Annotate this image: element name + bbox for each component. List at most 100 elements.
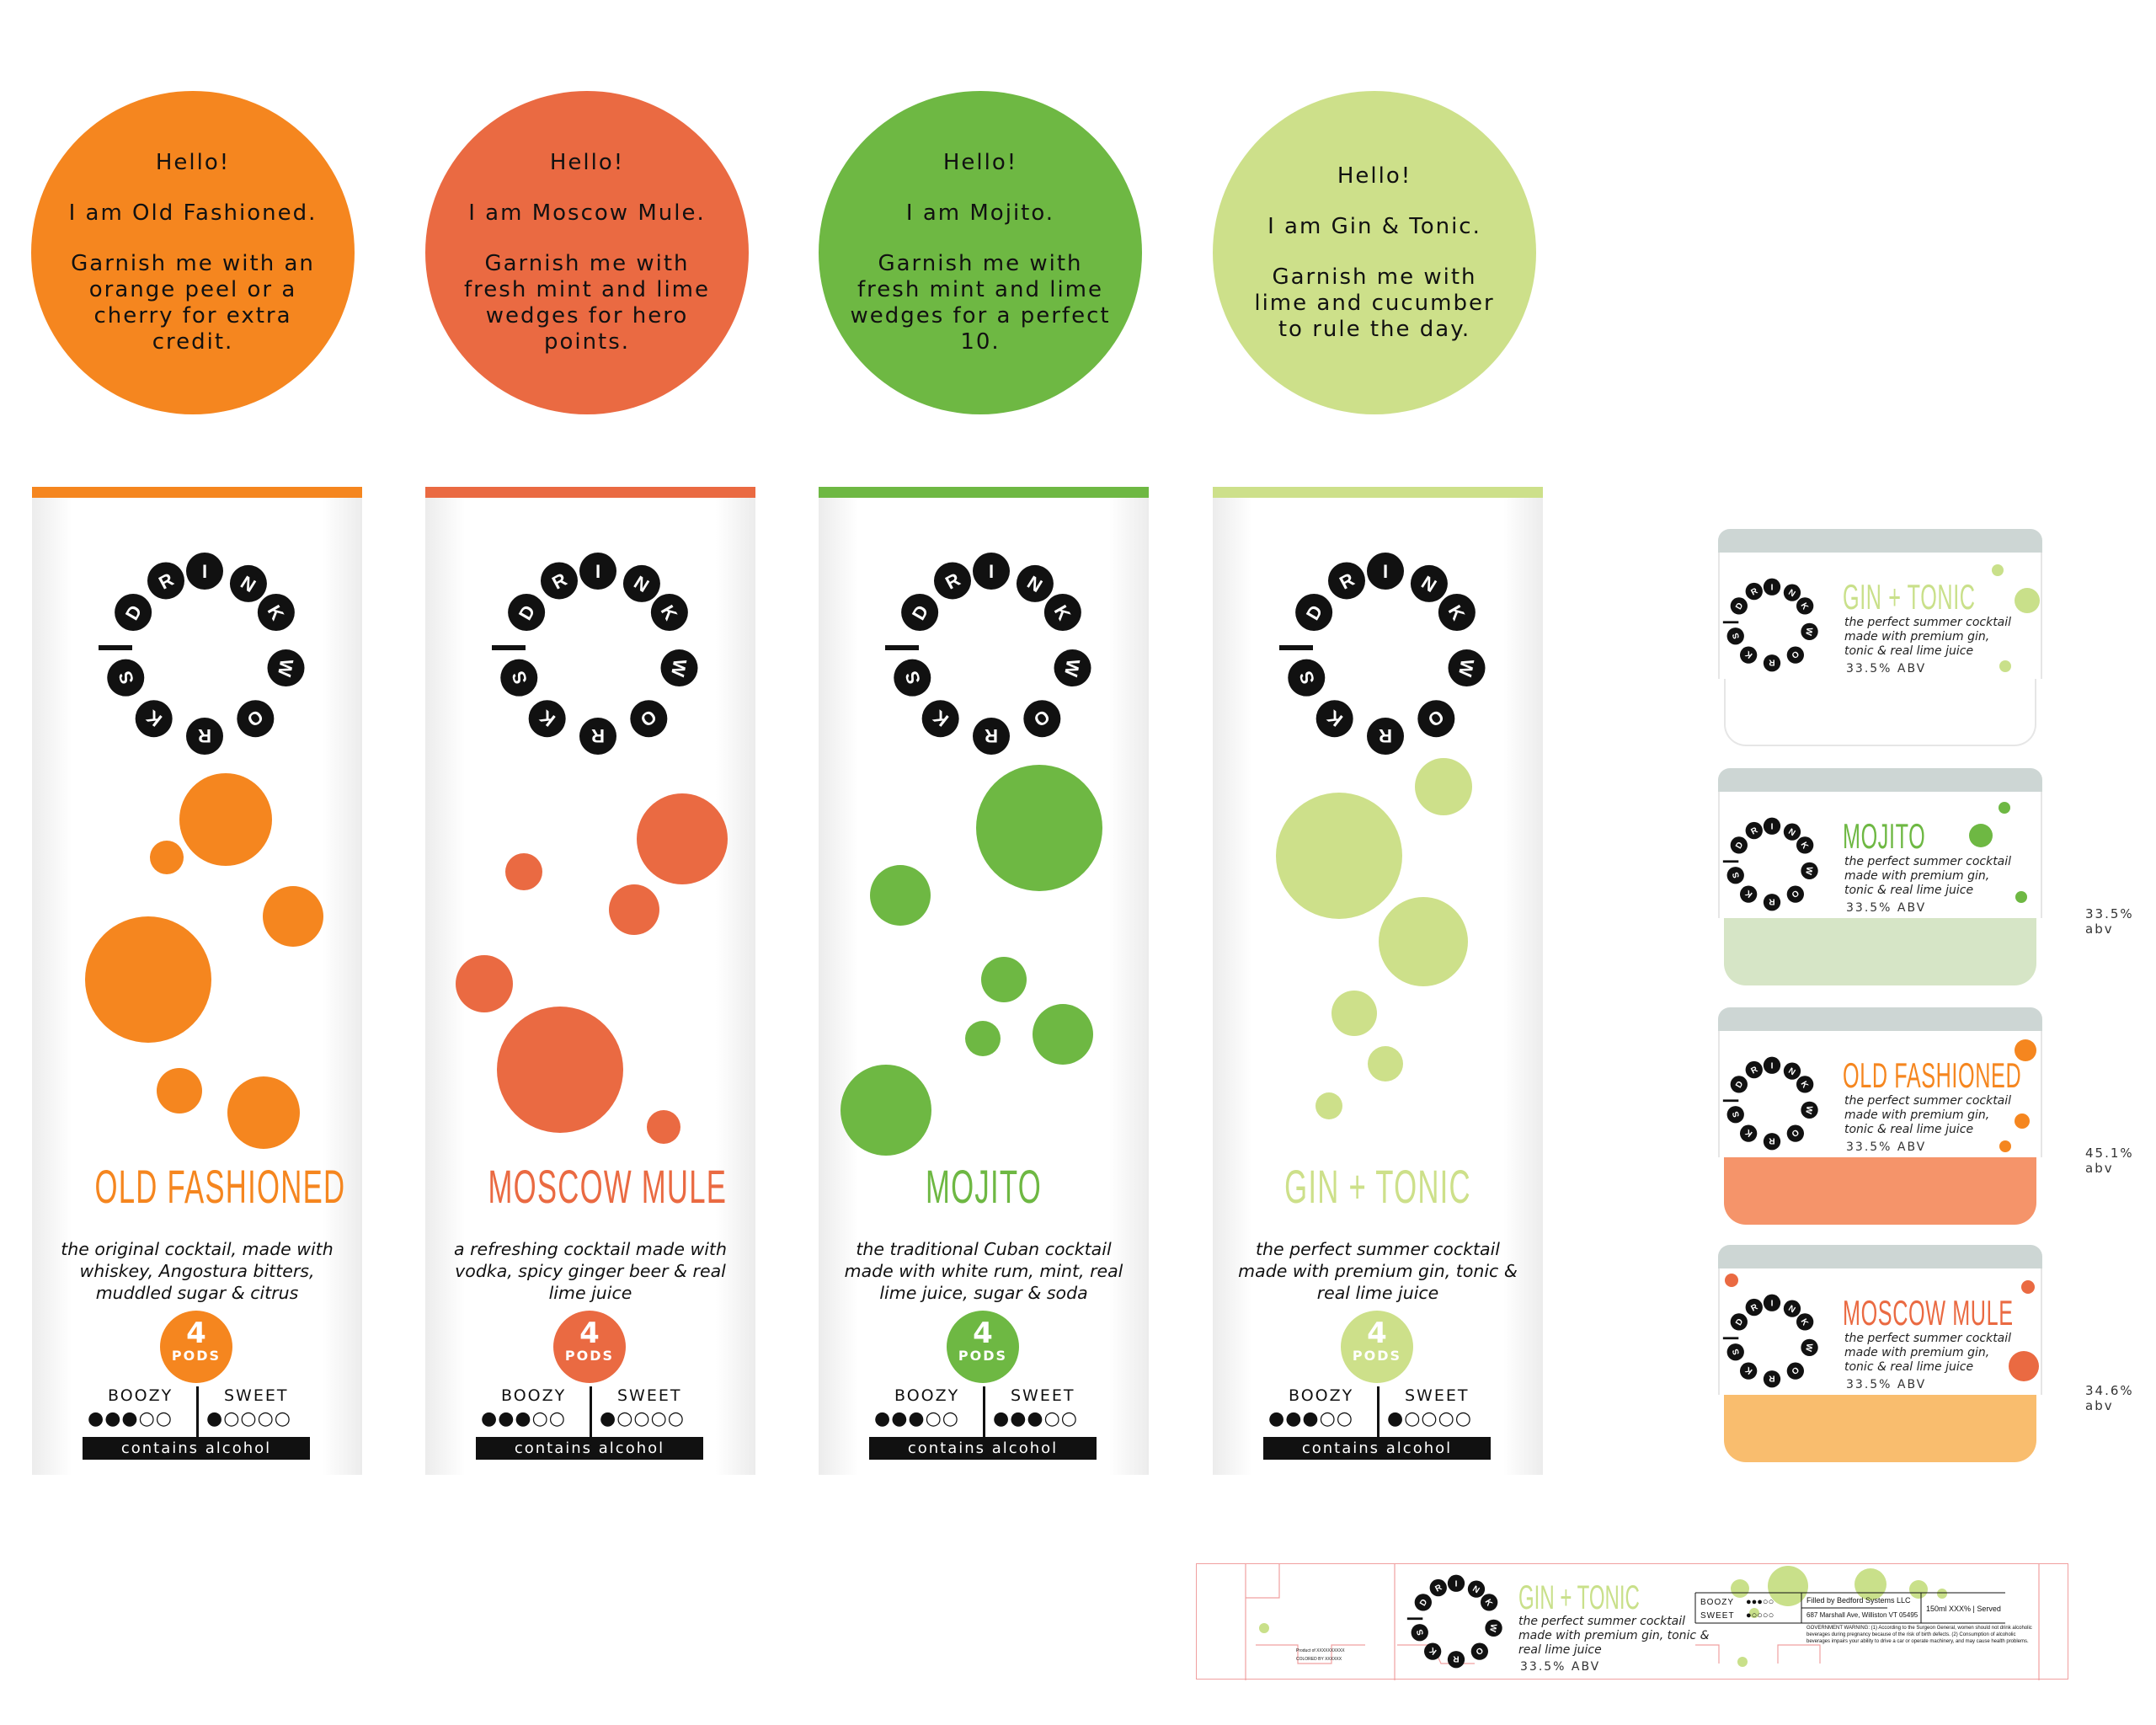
svg-text:R: R — [1453, 1654, 1460, 1664]
logo-letter: K — [1423, 1642, 1442, 1660]
pod-name: MOJITO — [1843, 816, 1926, 856]
logo-letter: R — [973, 718, 1010, 755]
svg-text:D: D — [1734, 1080, 1745, 1090]
logo-letter: R — [540, 562, 578, 600]
logo-letter: O — [1786, 646, 1805, 664]
boozy-label: BOOZY — [894, 1386, 960, 1405]
logo-letter: S — [1726, 628, 1744, 645]
logo-letter: W — [267, 649, 305, 687]
logo-letter: K — [921, 700, 959, 738]
flat-label-description: the perfect summer cocktail made with pr… — [1518, 1615, 1710, 1657]
logo-letter: R — [933, 562, 971, 600]
greeting-hello: Hello! — [549, 150, 625, 175]
svg-text:W: W — [1454, 658, 1478, 679]
sweet-label: SWEET — [617, 1386, 682, 1405]
logo-letter: S — [1726, 867, 1744, 884]
pods-word: PODS — [564, 1348, 615, 1364]
sweet-rating: ●○○○○ — [600, 1408, 685, 1429]
svg-text:W: W — [1803, 627, 1814, 637]
logo-letter: R — [1745, 1060, 1763, 1079]
label-description: the perfect summer cocktail made with pr… — [1238, 1239, 1518, 1303]
svg-text:W: W — [1803, 1343, 1814, 1353]
greeting-garnish: Garnish me with an orange peel or a cher… — [71, 251, 315, 355]
contains-alcohol-bar: contains alcohol — [83, 1437, 310, 1460]
logo-letter: O — [237, 700, 275, 738]
logo-letter: K — [1796, 1313, 1814, 1331]
pods-badge: 4 PODS — [947, 1311, 1019, 1383]
logo-letter: O — [1786, 885, 1805, 903]
logo-letter: K — [650, 594, 688, 631]
sweet-label: SWEET — [224, 1386, 289, 1405]
logo-dash — [1722, 621, 1739, 624]
logo-letter: W — [1801, 1338, 1818, 1357]
logo-letter: W — [1448, 649, 1486, 687]
pod-abv: 33.5% ABV — [1846, 901, 1927, 915]
label-top-bar — [32, 487, 362, 498]
svg-text:D: D — [1734, 841, 1745, 851]
pod-lid — [1718, 1245, 2042, 1268]
greeting-circle-old-fashioned: Hello! I am Old Fashioned. Garnish me wi… — [31, 91, 355, 414]
logo-letter: R — [1367, 718, 1404, 755]
logo-letter: K — [1796, 836, 1814, 854]
logo-letter: N — [229, 564, 267, 602]
pod-lid — [1718, 1007, 2042, 1031]
label-name: MOSCOW MULE — [488, 1160, 728, 1213]
pod-fill — [1724, 1157, 2036, 1225]
svg-text:R: R — [1769, 1136, 1775, 1146]
logo-letter: I — [1763, 1294, 1781, 1311]
sweet-rating: ●○○○○ — [1387, 1408, 1472, 1429]
logo-letter: D — [1730, 1076, 1748, 1093]
logo-letter: I — [1763, 1056, 1781, 1074]
pod-fill — [1724, 1395, 2036, 1462]
pod-fill — [1724, 679, 2036, 746]
logo-dash — [1722, 1099, 1739, 1103]
logo-letter: N — [1783, 584, 1801, 601]
logo-letter: R — [1447, 1651, 1465, 1669]
svg-text:W: W — [667, 658, 691, 679]
logo-dash — [885, 645, 919, 650]
contains-alcohol-bar: contains alcohol — [1263, 1437, 1491, 1460]
product-of-text: Product of XXXXXXXXXX — [1296, 1648, 1345, 1653]
svg-text:S: S — [1732, 871, 1742, 879]
logo-letter: W — [1054, 649, 1091, 687]
logo-dash — [1279, 645, 1313, 650]
svg-text:S: S — [1295, 669, 1319, 686]
logo-letter: K — [1796, 1076, 1814, 1093]
logo-letter: K — [1315, 700, 1353, 738]
logo-letter: W — [1801, 862, 1818, 880]
pods-word: PODS — [171, 1348, 221, 1364]
svg-text:I: I — [595, 561, 600, 582]
greeting-circle-gin-tonic: Hello! I am Gin & Tonic. Garnish me with… — [1213, 91, 1536, 414]
svg-text:D: D — [1734, 1317, 1745, 1327]
svg-text:S: S — [1732, 1110, 1742, 1119]
svg-text:R: R — [198, 725, 211, 746]
bubble — [1999, 1140, 2011, 1152]
logo-letter: K — [135, 700, 173, 738]
sweet-rating: ●●●○○ — [993, 1408, 1078, 1429]
svg-text:R: R — [1769, 897, 1775, 906]
colored-by-text: COLORED BY XXXXXX — [1296, 1657, 1342, 1662]
logo-letter: R — [186, 718, 223, 755]
label-name: OLD FASHIONED — [94, 1160, 346, 1213]
boozy-rating: ●●●○○ — [874, 1408, 959, 1429]
pod-name: GIN + TONIC — [1843, 577, 1976, 617]
boozy-label: BOOZY — [108, 1386, 173, 1405]
logo-dash — [492, 645, 526, 650]
svg-text:R: R — [591, 725, 605, 746]
logo-letter: D — [508, 594, 546, 631]
greeting-hello: Hello! — [942, 150, 1018, 175]
greeting-intro: I am Mojito. — [905, 200, 1055, 226]
logo-letter: R — [579, 718, 616, 755]
svg-text:S: S — [115, 669, 138, 686]
svg-text:R: R — [985, 725, 998, 746]
bubble — [2015, 1039, 2036, 1061]
greeting-garnish: Garnish me with fresh mint and lime wedg… — [464, 251, 710, 355]
bubble — [1725, 1274, 1738, 1287]
label-description: the original cocktail, made with whiskey… — [61, 1239, 334, 1303]
logo-dash — [1722, 1337, 1739, 1340]
